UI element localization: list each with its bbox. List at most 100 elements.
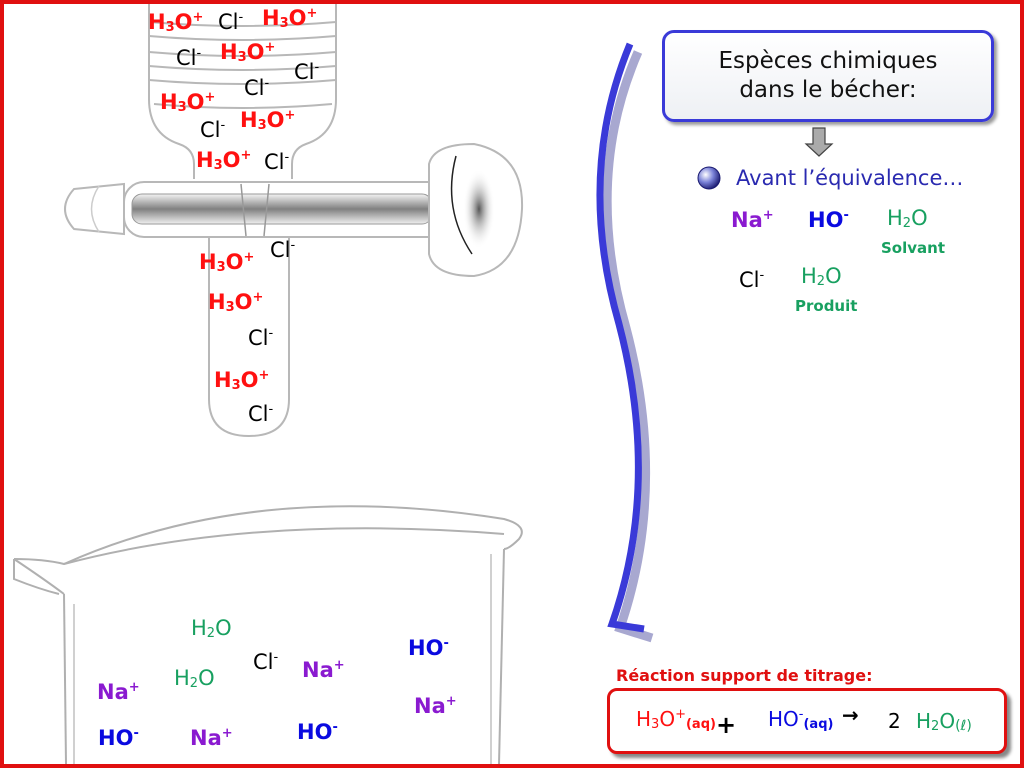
ion-subscript: 3 [225, 300, 235, 315]
ion-charge: + [258, 368, 270, 383]
ion-symbol: O [186, 90, 205, 114]
ion-symbol: Na [97, 680, 129, 704]
ion-subscript: 3 [257, 118, 267, 133]
title-line-2: dans le bécher: [739, 77, 917, 103]
ion-subscript: 3 [213, 158, 223, 173]
ion-subscript: 2 [189, 676, 199, 691]
ion-symbol: Cl [218, 10, 239, 34]
ion-symbol: O [215, 616, 232, 640]
ion-na: Na+ [302, 658, 345, 682]
ion-h3o: H3O+ [240, 108, 295, 133]
ion-subscript: 3 [231, 378, 241, 393]
ion-symbol: O [240, 368, 259, 392]
ion-charge: + [243, 250, 255, 265]
ion-subscript: 3 [237, 50, 247, 65]
stopcock [64, 142, 524, 278]
ion-cl: Cl- [253, 650, 279, 673]
ion-charge: - [238, 10, 244, 25]
ion-symbol: Cl [270, 238, 291, 262]
ion-ho: HO- [408, 636, 449, 659]
ion-symbol: H [196, 148, 214, 172]
ion-symbol: O [288, 6, 307, 30]
ion-symbol: HO [297, 720, 333, 744]
ion-charge: - [196, 46, 202, 61]
ion-symbol: Na [414, 694, 446, 718]
ion-symbol: Cl [176, 46, 197, 70]
species-solvent-caption: Solvant [881, 239, 945, 257]
ion-symbol: Cl [248, 326, 269, 350]
ion-charge: + [240, 148, 252, 163]
ion-symbol: Na [302, 658, 334, 682]
ion-symbol: O [246, 40, 265, 64]
ion-na: Na+ [414, 694, 457, 718]
species-product-caption: Produit [795, 297, 858, 315]
ion-h2o: H2O [174, 666, 215, 691]
reaction-arrow: → [842, 703, 859, 727]
ion-ho: HO- [297, 720, 338, 744]
reaction-box: H3O+(aq) + HO-(aq) → 2 H2O(ℓ) [607, 688, 1007, 754]
ion-symbol: H [191, 616, 207, 640]
ion-symbol: H [240, 108, 258, 132]
ion-cl: Cl- [294, 60, 320, 84]
ion-symbol: O [174, 10, 193, 34]
ion-charge: - [273, 650, 279, 665]
ion-charge: + [252, 290, 264, 305]
ion-charge: - [332, 720, 338, 735]
ion-charge: + [445, 694, 457, 709]
ion-charge: - [314, 60, 320, 75]
ion-subscript: 3 [177, 100, 187, 115]
ion-symbol: H [174, 666, 190, 690]
ion-h2o: H2O [191, 616, 232, 641]
species-h2o-product: H2O [801, 264, 842, 289]
ion-symbol: O [225, 250, 244, 274]
bullet-icon [697, 166, 721, 190]
ion-symbol: H [160, 90, 178, 114]
ion-charge: + [192, 10, 204, 25]
ion-cl: Cl- [248, 402, 274, 426]
species-cl: Cl- [739, 268, 765, 292]
ion-symbol: Na [190, 726, 222, 750]
species-ho: HO- [808, 208, 849, 232]
ion-symbol: Cl [264, 150, 285, 174]
burette [148, 4, 337, 438]
ion-symbol: O [266, 108, 285, 132]
coefficient: 2 [888, 709, 901, 733]
ion-subscript: 2 [206, 626, 216, 641]
ion-h3o: H3O+ [262, 6, 318, 30]
product-h2o: H2O(ℓ) [916, 709, 972, 734]
ion-symbol: H [214, 368, 232, 392]
reactant-ho: HO-(aq) [768, 707, 834, 732]
reactant-h3o: H3O+(aq) [636, 707, 716, 732]
ion-cl: Cl- [244, 76, 270, 99]
reaction-title: Réaction support de titrage: [616, 666, 873, 685]
ion-charge: + [306, 6, 318, 21]
ion-h3o: H3O+ [214, 368, 270, 393]
ion-cl: Cl- [248, 326, 274, 350]
ion-cl: Cl- [218, 10, 244, 34]
ion-charge: - [268, 326, 274, 341]
ion-charge: - [443, 636, 449, 651]
ion-h3o: H3O+ [196, 148, 252, 173]
title-box: Espèces chimiques dans le bécher: [662, 30, 994, 122]
ion-h3o: H3O+ [208, 290, 264, 315]
ion-ho: HO- [98, 726, 139, 749]
ion-na: Na+ [190, 726, 233, 750]
ion-charge: + [128, 680, 140, 695]
ion-cl: Cl- [176, 46, 202, 70]
divider [596, 42, 654, 643]
ion-charge: - [133, 726, 139, 741]
ion-h3o: H3O+ [199, 250, 255, 275]
ion-subscript: 3 [165, 20, 175, 35]
ion-charge: + [264, 40, 276, 55]
title-line-1: Espèces chimiques [718, 48, 938, 75]
ion-charge: - [264, 76, 270, 91]
ion-cl: Cl- [200, 119, 225, 141]
ion-symbol: Cl [248, 402, 269, 426]
ion-charge: - [268, 402, 274, 417]
species-na: Na+ [731, 208, 774, 232]
ion-subscript: 3 [216, 260, 226, 275]
ion-charge: + [333, 658, 345, 673]
ion-symbol: Cl [294, 60, 315, 84]
ion-charge: + [221, 726, 233, 741]
